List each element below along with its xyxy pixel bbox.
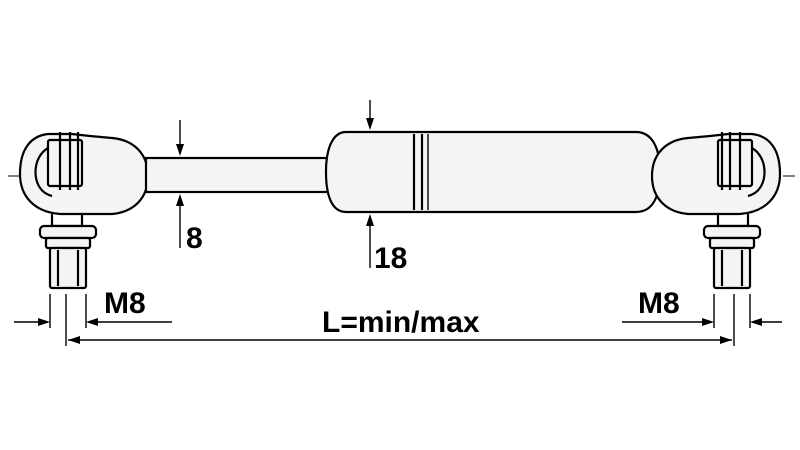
left-thread-dimension <box>14 294 172 328</box>
rod-diameter-dimension <box>176 120 184 248</box>
rod-diameter-label: 8 <box>186 222 203 255</box>
length-label: L=min/max <box>322 306 480 339</box>
right-thread-dimension <box>622 294 782 328</box>
cylinder-diameter-label: 18 <box>374 242 407 275</box>
left-thread-label: M8 <box>104 287 146 320</box>
length-dimension <box>65 294 735 346</box>
cylinder-diameter-dimension <box>366 100 374 268</box>
left-end-fitting <box>18 132 150 290</box>
right-thread-label: M8 <box>638 287 680 320</box>
piston-rod <box>144 156 332 194</box>
right-end-fitting <box>650 132 782 290</box>
cylinder <box>324 130 662 214</box>
